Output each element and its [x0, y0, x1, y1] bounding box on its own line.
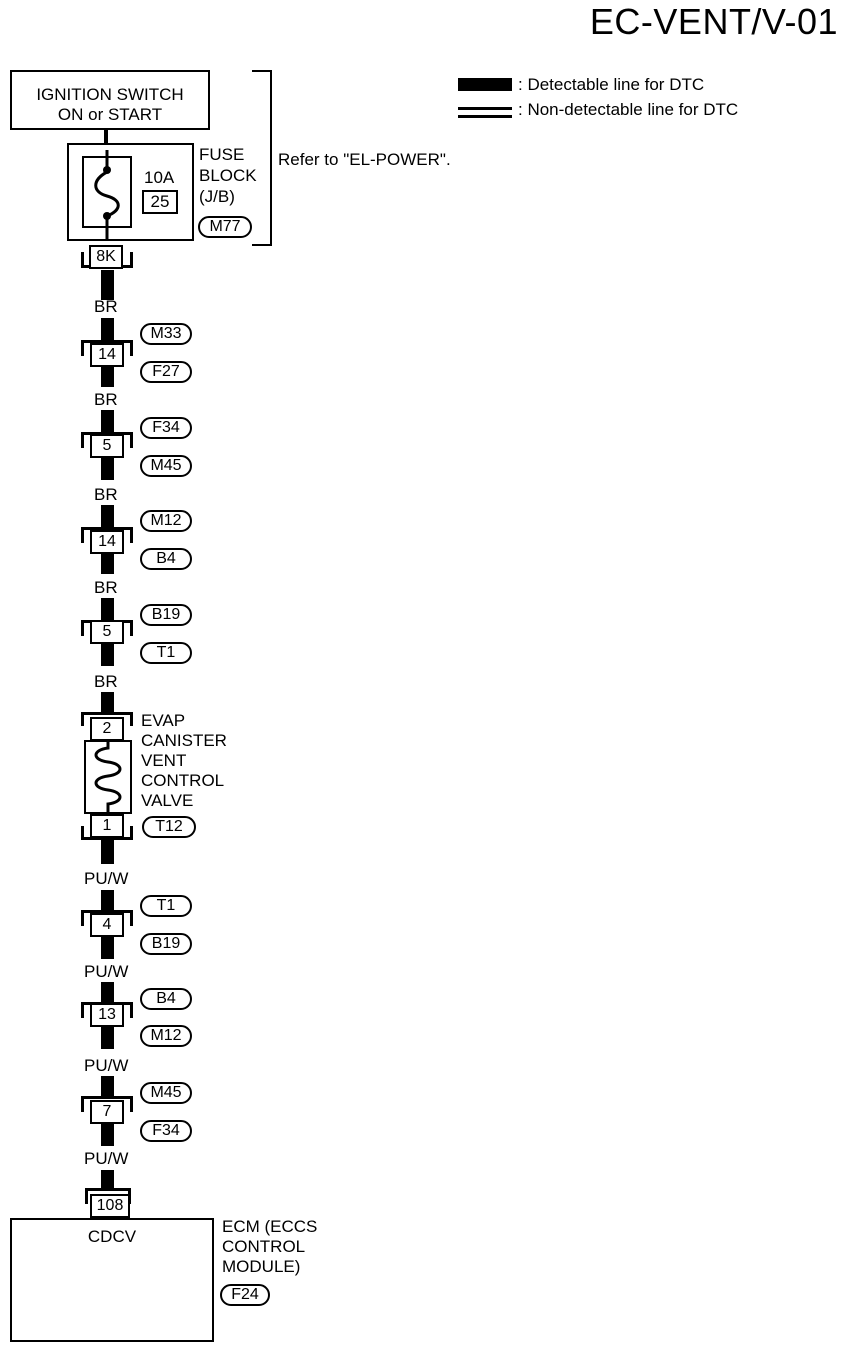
connector-3-bracket [81, 527, 133, 543]
connector-1-pin: 14 [90, 343, 124, 367]
valve-label-line3: VENT [141, 751, 187, 770]
refer-bracket [252, 70, 272, 246]
wire-puw-segment-1b [101, 890, 114, 910]
wire-color-puw-4: PU/W [84, 1149, 129, 1168]
connector-1-bracket [81, 340, 133, 356]
ecm-terminal-label: 108 [90, 1194, 130, 1218]
ignition-switch-line2: ON or START [57, 105, 163, 124]
wire-color-br-5: BR [94, 672, 118, 691]
wire-puw-segment-3 [101, 1027, 114, 1049]
valve-pin-top: 2 [90, 717, 124, 741]
fuse-label-line1: FUSE [199, 145, 245, 164]
ignition-switch-line1: IGNITION SWITCH [36, 85, 184, 104]
legend-non-detectable-swatch [458, 107, 512, 118]
wire-color-br-2: BR [94, 390, 118, 409]
connector-7-pin: 7 [90, 1100, 124, 1124]
valve-pin-bottom: 1 [90, 814, 124, 838]
legend-non-detectable-label: : Non-detectable line for DTC [518, 100, 739, 119]
valve-bottom-bracket [81, 826, 133, 840]
connector-1-top-code: M33 [140, 323, 192, 345]
fuse-amperage: 10A [144, 168, 175, 187]
wire-color-br-4: BR [94, 578, 118, 597]
connector-1-bottom-code: F27 [140, 361, 192, 383]
connector-2-top-code: F34 [140, 417, 192, 439]
connector-2-bracket [81, 432, 133, 448]
wire-br-segment-1 [101, 270, 114, 300]
wire-puw-segment-3b [101, 1076, 114, 1096]
wire-puw-segment-2b [101, 982, 114, 1002]
fuse-connector-code: M77 [198, 216, 252, 238]
connector-5-pin: 4 [90, 913, 124, 937]
wire-br-segment-3 [101, 458, 114, 480]
wire-color-puw-2: PU/W [84, 962, 129, 981]
wire-br-segment-2b [101, 410, 114, 432]
connector-7-bottom-code: F34 [140, 1120, 192, 1142]
wire-color-br-1: BR [94, 297, 118, 316]
connector-5-bottom-code: B19 [140, 933, 192, 955]
wire-puw-segment-4 [101, 1124, 114, 1146]
connector-6-top-code: B4 [140, 988, 192, 1010]
valve-label-line2: CANISTER [141, 731, 227, 750]
solenoid-coil-icon [94, 740, 122, 814]
fuse-label-line2: BLOCK [199, 166, 257, 185]
legend-detectable-label: : Detectable line for DTC [518, 75, 705, 94]
ecm-connector-code: F24 [220, 1284, 270, 1306]
connector-7-top-code: M45 [140, 1082, 192, 1104]
wire-br-segment-5b [101, 692, 114, 712]
ecm-label-line3: MODULE) [222, 1257, 301, 1276]
valve-connector-code: T12 [142, 816, 196, 838]
connector-3-top-code: M12 [140, 510, 192, 532]
wire-br-segment-4 [101, 554, 114, 574]
wire-puw-segment-4b [101, 1170, 114, 1188]
wire-color-br-3: BR [94, 485, 118, 504]
page-title: EC-VENT/V-01 [589, 1, 838, 42]
ignition-switch-box: IGNITION SWITCH ON or START [10, 70, 210, 130]
valve-label-line4: CONTROL [141, 771, 225, 790]
connector-4-pin: 5 [90, 620, 124, 644]
connector-2-bottom-code: M45 [140, 455, 192, 477]
ecm-signal-label: CDCV [87, 1227, 137, 1246]
valve-top-bracket [81, 712, 133, 726]
fuse-label-line3: (J/B) [199, 187, 235, 206]
wire-br-segment-5 [101, 644, 114, 666]
ecm-label-line1: ECM (ECCS [222, 1217, 318, 1236]
valve-label-line5: VALVE [141, 791, 194, 810]
connector-5-bracket [81, 910, 133, 926]
connector-3-pin: 14 [90, 530, 124, 554]
valve-label-line1: EVAP [141, 711, 186, 730]
ecm-box: CDCV [10, 1218, 214, 1342]
legend-detectable-swatch [458, 78, 512, 91]
connector-4-bottom-code: T1 [140, 642, 192, 664]
connector-6-bottom-code: M12 [140, 1025, 192, 1047]
fuse-terminal-label: 8K [89, 245, 123, 269]
wire-color-puw-3: PU/W [84, 1056, 129, 1075]
wire-puw-segment-1 [101, 840, 114, 864]
wire-puw-segment-2 [101, 937, 114, 959]
fuse-icon [94, 150, 120, 240]
wire-br-segment-2 [101, 367, 114, 387]
connector-4-top-code: B19 [140, 604, 192, 626]
fuse-number: 25 [142, 190, 178, 214]
connector-3-bottom-code: B4 [140, 548, 192, 570]
refer-note: Refer to "EL-POWER". [278, 150, 451, 169]
connector-6-pin: 13 [90, 1003, 124, 1027]
connector-2-pin: 5 [90, 434, 124, 458]
connector-7-bracket [81, 1096, 133, 1112]
wire-br-segment-4b [101, 598, 114, 620]
wire-br-segment-1b [101, 318, 114, 340]
ecm-label-line2: CONTROL [222, 1237, 306, 1256]
wire-color-puw-1: PU/W [84, 869, 129, 888]
wire-br-segment-3b [101, 505, 114, 527]
connector-5-top-code: T1 [140, 895, 192, 917]
